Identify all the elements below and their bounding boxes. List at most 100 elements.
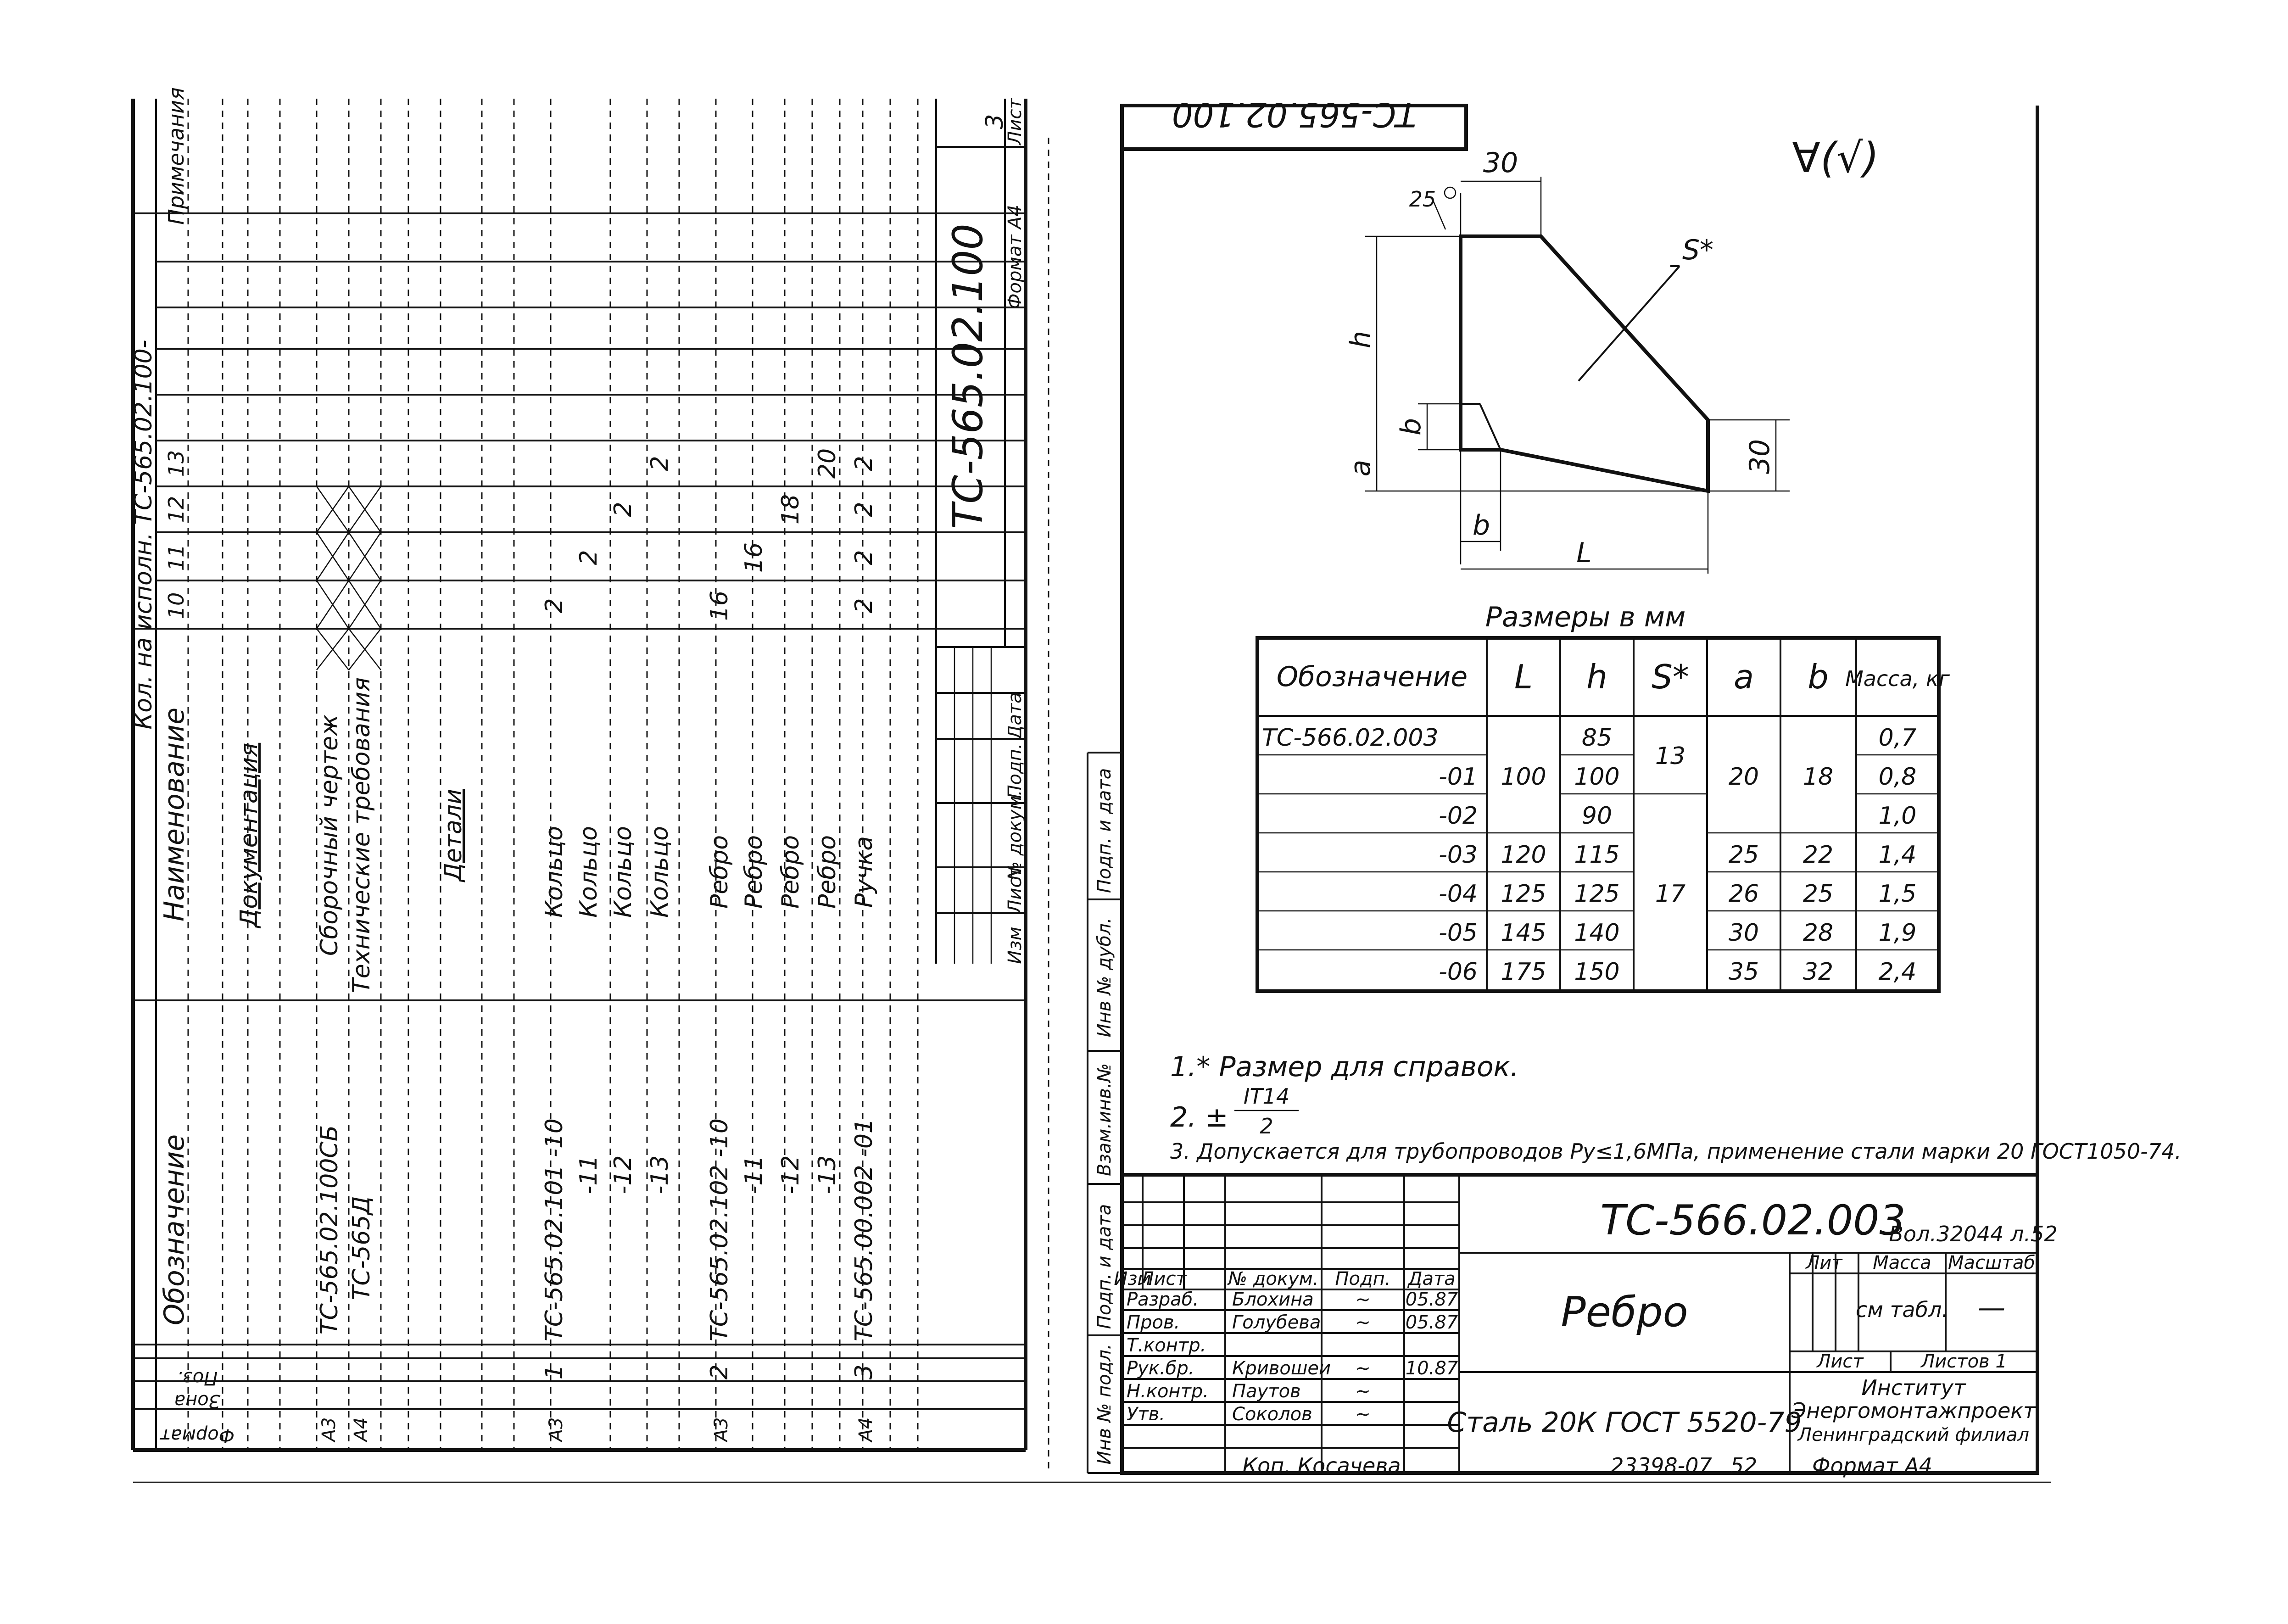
table-merged-S-b: 17 xyxy=(1655,880,1685,908)
table-cell-b: 22 xyxy=(1803,841,1833,869)
header-var-13: 13 xyxy=(164,450,189,477)
spec-row-name: Ребро xyxy=(740,835,768,909)
stamp-date: 05.87 xyxy=(1406,1289,1458,1310)
spec-row-name: Документация xyxy=(235,743,263,928)
spec-row-qty: 2 xyxy=(850,456,878,471)
footer-number: 23398-07 xyxy=(1610,1453,1712,1478)
footer-format: Формат А4 xyxy=(1812,1453,1932,1478)
stamp-org-1: Институт xyxy=(1861,1375,1966,1400)
header-designation: Обозначение xyxy=(158,1134,190,1325)
spec-row-name: Ребро xyxy=(814,835,841,909)
header-format: Формат xyxy=(159,1425,234,1446)
spec-row-name: Кольцо xyxy=(575,826,603,918)
spec-row-qty: 2 xyxy=(646,456,674,471)
side-label: Взам.инв.№ xyxy=(1094,1063,1115,1176)
table-cell-h: 125 xyxy=(1574,880,1619,908)
stamp-person: Соколов xyxy=(1232,1404,1312,1425)
table-cell-mass: 2,4 xyxy=(1879,958,1917,986)
side-label: Подп. и дата xyxy=(1094,768,1115,893)
table-cell-a: 35 xyxy=(1729,958,1759,986)
dim-chamfer-25: 25 xyxy=(1409,187,1436,212)
table-cell-mass: 1,0 xyxy=(1879,802,1917,830)
spec-row-name: Технические требования xyxy=(348,677,375,993)
spec-row-qty: 2 xyxy=(850,502,878,517)
spec-row-pos: 1 xyxy=(541,1364,568,1379)
spec-row-fmt: А4 xyxy=(351,1418,372,1443)
dim-b-bottom: b xyxy=(1473,509,1490,541)
table-cell-L: 125 xyxy=(1501,880,1546,908)
table-cell-mass: 1,5 xyxy=(1879,880,1917,908)
table-cell-mass: 1,9 xyxy=(1879,919,1917,947)
table-cell-h: 85 xyxy=(1582,724,1612,752)
table-cell-L: 145 xyxy=(1501,919,1546,947)
table-merged-S-a: 13 xyxy=(1655,742,1685,770)
stamp-mass: Масса xyxy=(1873,1252,1931,1273)
note-1: 1.* Размер для справок. xyxy=(1170,1051,1519,1083)
table-header-b: b xyxy=(1808,658,1829,696)
table-header-a: a xyxy=(1734,658,1754,696)
dim-s: S* xyxy=(1682,234,1713,266)
table-cell-designation: ТС-566.02.003 xyxy=(1262,724,1439,752)
header-var-10: 10 xyxy=(164,592,189,619)
dim-a: a xyxy=(1345,460,1377,477)
spec-row-designation: -12 xyxy=(777,1155,804,1194)
left-sheet-label: Лист xyxy=(1004,98,1026,146)
stamp-person: Блохина xyxy=(1232,1289,1314,1310)
table-merged-a: 20 xyxy=(1729,763,1759,791)
spec-row-designation: ТС-565Д xyxy=(348,1196,375,1300)
table-cell-b: 25 xyxy=(1803,880,1833,908)
dim-L: L xyxy=(1576,537,1591,569)
stamp-col-head: Дата xyxy=(1407,1268,1456,1289)
spec-row-designation: -13 xyxy=(814,1155,841,1194)
table-cell-mass: 1,4 xyxy=(1879,841,1917,869)
spec-row-name: Кольцо xyxy=(609,826,637,918)
footer-page: 52 xyxy=(1730,1453,1758,1478)
spec-row-name: Кольцо xyxy=(541,826,568,918)
roughness-symbol: ∀(√) xyxy=(1792,134,1879,182)
dim-top-30: 30 xyxy=(1483,147,1518,179)
table-header-L: L xyxy=(1514,658,1533,696)
table-cell-L: 175 xyxy=(1501,958,1546,986)
table-merged-b: 18 xyxy=(1803,763,1833,791)
stamp-role: Пров. xyxy=(1127,1312,1180,1333)
spec-header: Обозначение Наименование Кол. на исполн.… xyxy=(130,87,234,1446)
left-stamp-col: Изм xyxy=(1004,926,1026,964)
spec-row-qty: 20 xyxy=(814,448,841,479)
stamp-lit: Лит xyxy=(1805,1252,1843,1273)
spec-row-fmt: А3 xyxy=(318,1418,340,1443)
spec-row-qty: 16 xyxy=(706,591,733,621)
stamp-mass-value: см табл. xyxy=(1856,1297,1948,1322)
spec-row-fmt: А3 xyxy=(711,1418,732,1443)
header-pos: Поз. xyxy=(177,1367,218,1389)
stamp-org-2: Энергомонтажпроект xyxy=(1791,1398,2036,1423)
spec-row-designation: -12 xyxy=(609,1155,637,1194)
stamp-material: Сталь 20К ГОСТ 5520-79 xyxy=(1447,1406,1802,1439)
stamp-signature: ~ xyxy=(1355,1381,1371,1402)
top-code-fragment: ТС-565.02.100 xyxy=(1172,95,1416,134)
table-cell-mass: 0,7 xyxy=(1879,724,1917,752)
table-cell-designation: -01 xyxy=(1439,763,1478,791)
spec-row-name: Детали xyxy=(440,789,467,882)
spec-row-name: Ребро xyxy=(777,835,804,909)
stamp-code: ТС-566.02.003 xyxy=(1600,1196,1906,1245)
table-cell-a: 25 xyxy=(1729,841,1759,869)
table-cell-designation: -03 xyxy=(1439,841,1478,869)
spec-row-name: Ребро xyxy=(706,835,733,909)
left-stamp-col: № докум. xyxy=(1004,790,1026,881)
footer-copied-by: Коп. Косачева xyxy=(1242,1453,1401,1478)
left-sheet-number: 3 xyxy=(981,114,1009,129)
left-stamp-col: Лист xyxy=(1004,866,1026,915)
table-cell-mass: 0,8 xyxy=(1879,763,1917,791)
stamp-sheets: Листов 1 xyxy=(1920,1351,2007,1372)
title-block: ТС-566.02.003 Вол.32044 л.52 Ребро Сталь… xyxy=(1114,1173,2058,1475)
spec-row-qty: 2 xyxy=(850,550,878,565)
table-cell-h: 140 xyxy=(1574,919,1619,947)
spec-row-designation: ТС-565.02.102 -10 xyxy=(706,1118,733,1341)
left-stamp-col: Подп. xyxy=(1004,743,1026,798)
side-label: Инв № дубл. xyxy=(1094,918,1115,1038)
dim-b-top: b xyxy=(1395,418,1427,435)
table-cell-h: 100 xyxy=(1574,763,1619,791)
spec-row-pos: 2 xyxy=(706,1364,733,1379)
stamp-code-extra: Вол.32044 л.52 xyxy=(1889,1222,2057,1246)
table-cell-h: 90 xyxy=(1582,802,1612,830)
